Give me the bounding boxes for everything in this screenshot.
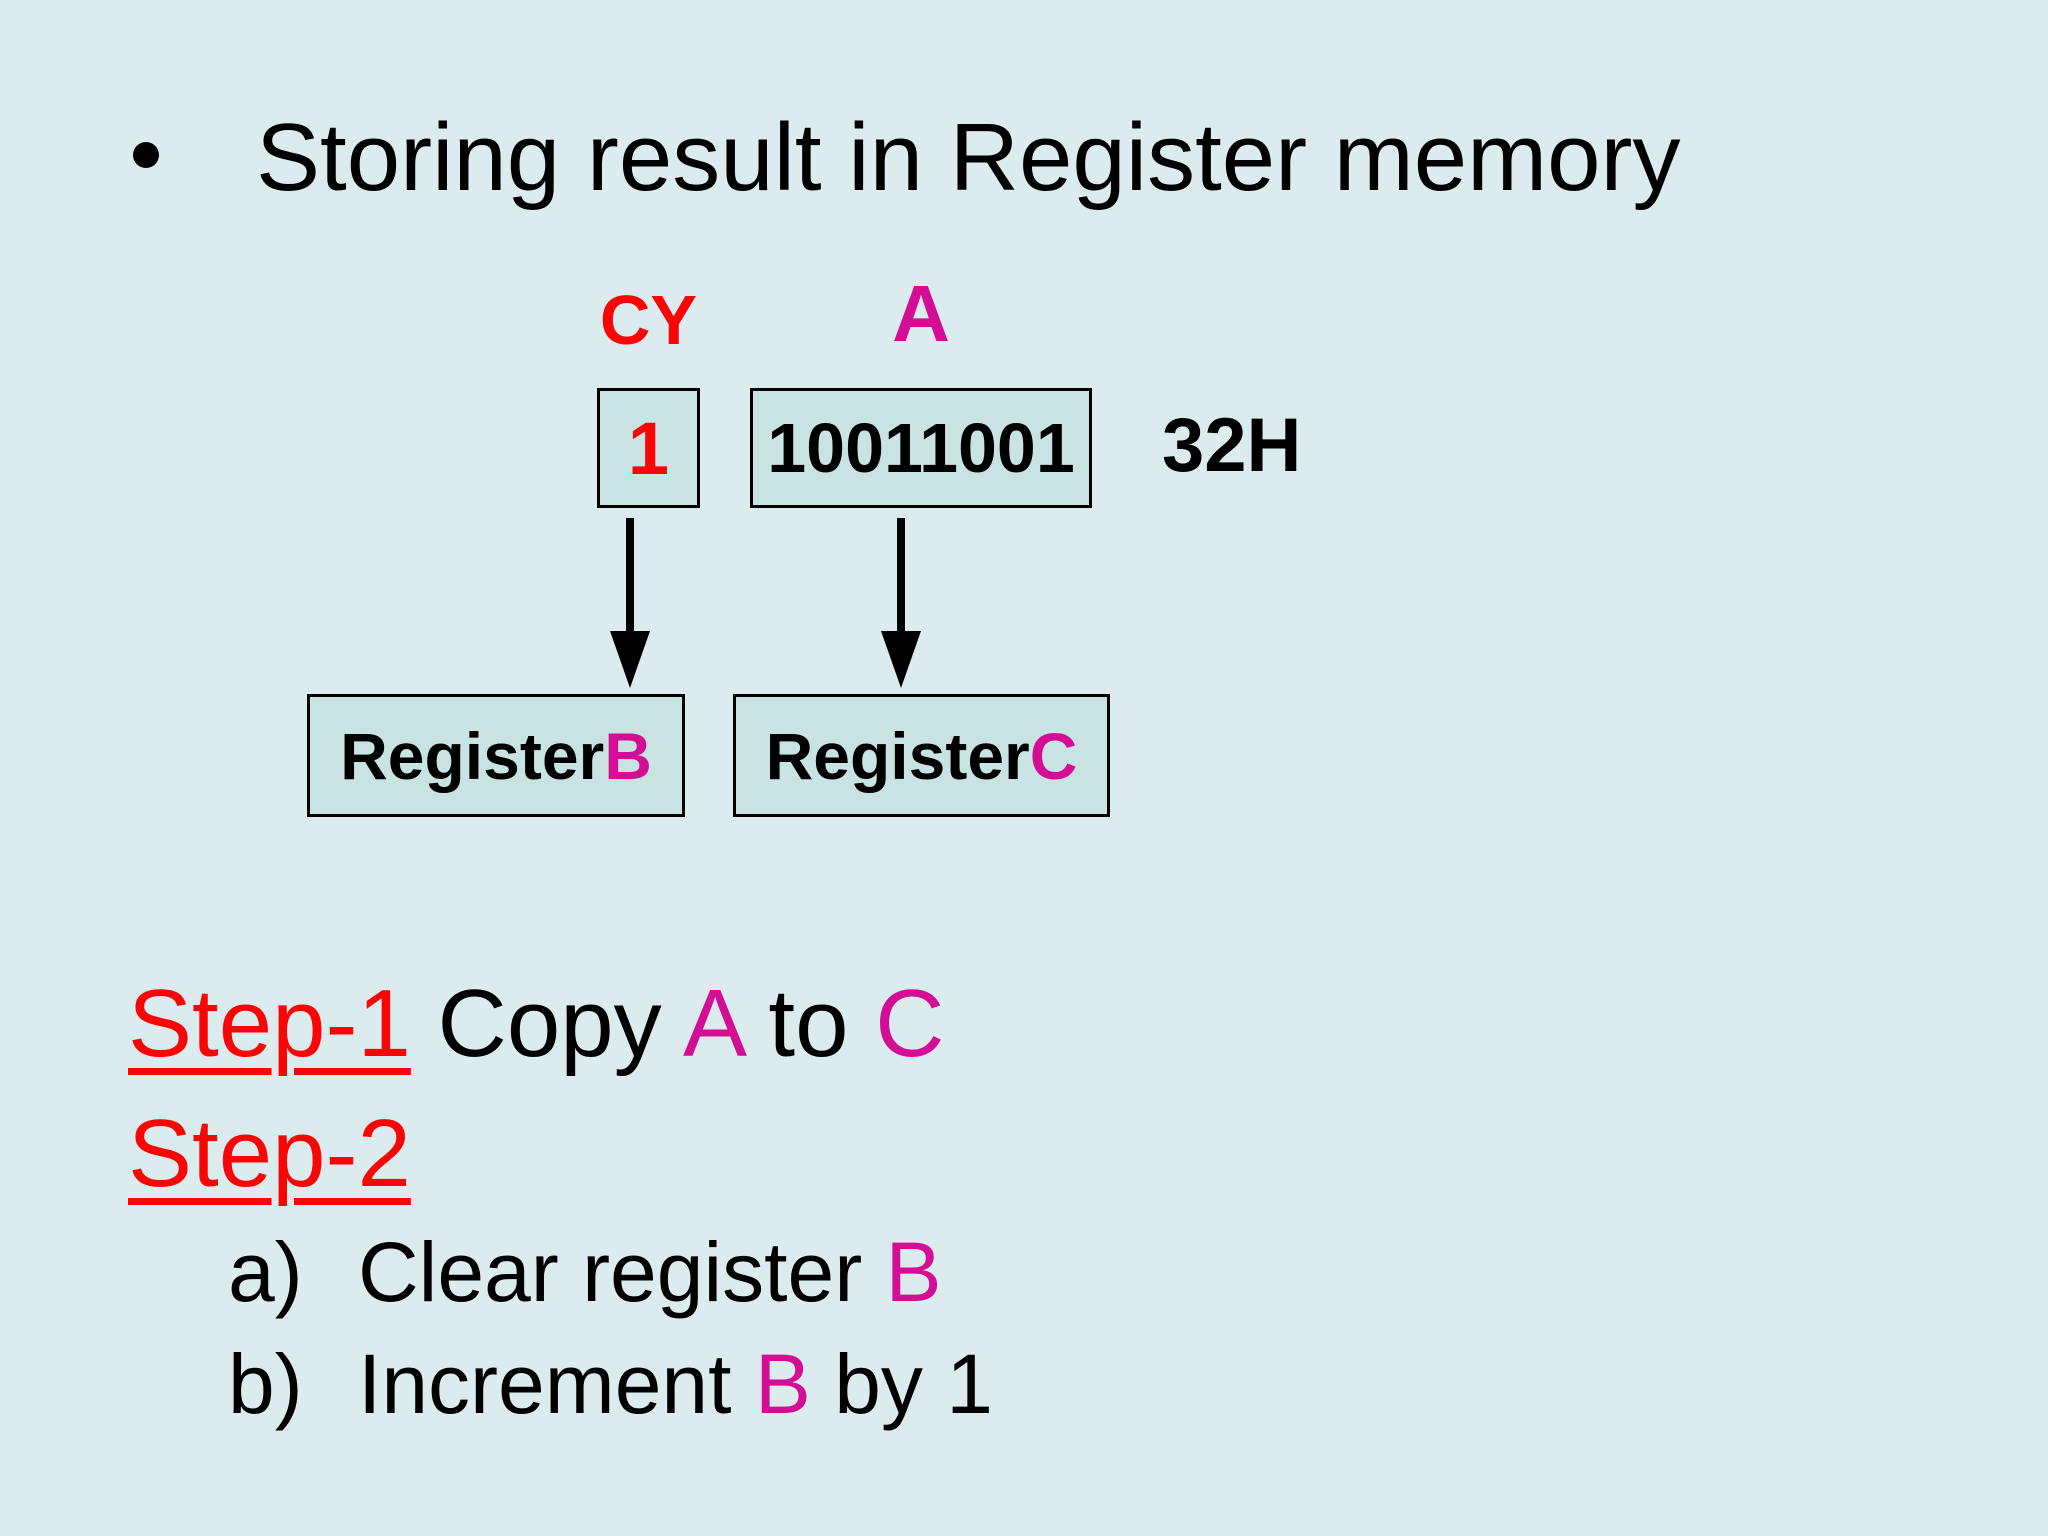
step-2-item-a: a) Clear register B: [228, 1222, 942, 1323]
register-b-letter: B: [604, 718, 652, 793]
item-b-register-b: B: [754, 1337, 811, 1431]
step-1-to-text: to: [741, 970, 876, 1077]
carry-value-box: 1: [597, 388, 700, 508]
step-1-register-a: A: [683, 970, 742, 1077]
register-c-letter: C: [1029, 718, 1078, 793]
item-a-text: Clear register: [358, 1225, 886, 1319]
step-2-item-b: b) Increment B by 1: [228, 1334, 993, 1435]
step-1-register-c: C: [875, 970, 945, 1077]
item-a-register-b: B: [885, 1225, 942, 1319]
register-b-box: Register B: [307, 694, 685, 817]
slide-title: Storing result in Register memory: [256, 104, 1681, 211]
arrow-a-to-register-c: [881, 518, 921, 688]
carry-flag-label: CY: [599, 281, 698, 359]
hex-value-label: 32H: [1162, 403, 1302, 488]
carry-value: 1: [627, 406, 670, 490]
step-2-line: Step-2: [128, 1096, 411, 1211]
register-c-box: Register C: [733, 694, 1110, 817]
item-a-marker: a): [228, 1225, 303, 1319]
item-b-text: Increment: [358, 1337, 755, 1431]
step-1-copy-text: Copy: [410, 970, 683, 1077]
accumulator-value: 10011001: [767, 409, 1075, 487]
register-b-name: Register: [340, 718, 605, 793]
accumulator-value-box: 10011001: [750, 388, 1092, 508]
register-c-name: Register: [765, 718, 1030, 793]
item-b-suffix: by 1: [810, 1337, 993, 1431]
bullet-icon: [133, 142, 159, 168]
accumulator-label: A: [892, 269, 950, 358]
step-1-line: Step-1 Copy A to C: [128, 966, 944, 1081]
step-1-label: Step-1: [128, 970, 411, 1077]
arrow-cy-to-register-b: [610, 518, 650, 688]
step-2-label: Step-2: [128, 1100, 411, 1207]
item-b-marker: b): [228, 1337, 303, 1431]
